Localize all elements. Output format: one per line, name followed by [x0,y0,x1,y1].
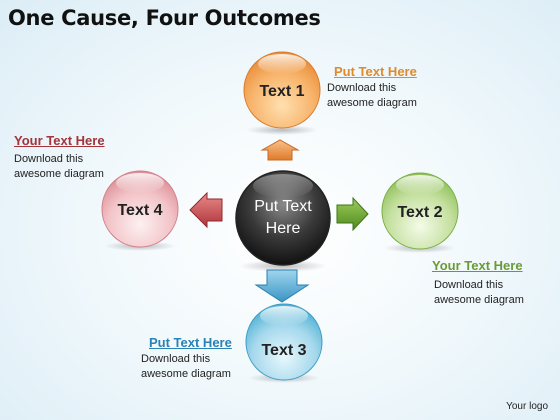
arrow-down-icon [254,269,310,303]
node-2-body: Download this awesome diagram [434,278,544,308]
arrow-up-icon [260,139,300,161]
node-1-body-line2: awesome diagram [327,97,417,109]
node-4-body-line1: Download this [14,153,84,165]
node-4-body: Download this awesome diagram [14,152,124,182]
node-3-label: Text 3 [261,342,306,359]
node-3-body: Download this awesome diagram [141,352,251,382]
center-label-line2: Here [266,220,301,237]
node-1-heading: Put Text Here [334,64,417,79]
arrow-right-icon [336,196,369,232]
node-2-label: Text 2 [397,204,442,221]
node-4-body-line2: awesome diagram [14,168,104,180]
node-4-label: Text 4 [117,202,162,219]
sphere-text-4 [101,170,179,248]
node-2-body-line1: Download this [434,279,504,291]
node-2-body-line2: awesome diagram [434,294,524,306]
node-1-body: Download this awesome diagram [327,81,437,111]
logo-text: Your logo [506,401,548,412]
node-3-body-line2: awesome diagram [141,368,231,380]
center-label-line1: Put Text [254,198,312,215]
node-2-heading: Your Text Here [432,258,523,273]
sphere-text-1 [243,51,321,129]
node-3-body-line1: Download this [141,353,211,365]
node-1-body-line1: Download this [327,82,397,94]
sphere-center [235,170,331,266]
node-3-heading: Put Text Here [149,335,232,350]
arrow-left-icon [189,191,223,229]
page-title: One Cause, Four Outcomes [8,6,321,30]
node-4-heading: Your Text Here [14,133,105,148]
sphere-text-3 [245,303,323,381]
sphere-text-2 [381,172,459,250]
node-1-label: Text 1 [259,83,304,100]
